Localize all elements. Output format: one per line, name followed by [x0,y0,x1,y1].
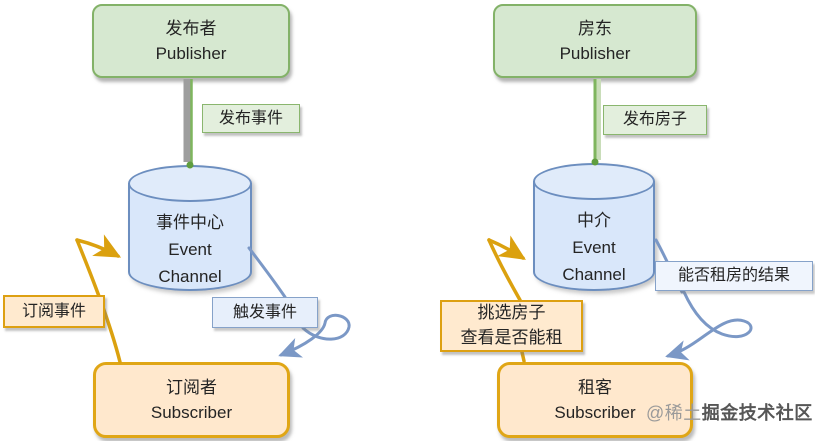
publisher-right-title-en: Publisher [559,44,631,63]
connector-endpoint-dot-left [186,161,194,169]
publish-event-text: 发布事件 [218,109,283,127]
subscriber-left-title-zh: 订阅者 [166,377,217,397]
trigger-arrow-stem-left [247,246,287,299]
publish-event-label: 发布事件 [202,104,300,133]
channel-left-title-en2: Channel [158,267,222,287]
event-channel-left-cylinder: 事件中心 Event Channel [128,165,252,291]
pick-house-line2: 查看是否能租 [460,328,563,347]
trigger-event-label: 触发事件 [212,297,318,328]
result-arrow-loop-right [665,290,753,361]
pick-arrow-head-right [487,235,526,260]
pick-label-connector-right [520,350,526,363]
subscriber-left-title-en: Subscriber [150,403,233,422]
publisher-right-box: 房东 Publisher [493,4,697,78]
pick-arrow-stem-right [487,238,522,302]
juejin-watermark: @稀土掘金技术社区 [646,399,813,425]
publisher-right-title-zh: 房东 [578,18,612,38]
subscriber-right-title-zh: 租客 [578,377,612,397]
subscribe-arrow-head-left [75,234,122,258]
rent-result-text: 能否租房的结果 [677,267,790,285]
pick-house-line1: 挑选房子 [477,303,546,323]
event-channel-right-cylinder: 中介 Event Channel [533,163,655,291]
channel-right-title-en2: Channel [562,265,626,285]
subscribe-event-label: 订阅事件 [3,295,105,328]
event-channel-left-text: 事件中心 Event Channel [128,209,252,291]
watermark-prefix: @稀土 [646,403,702,423]
publisher-left-title-zh: 发布者 [165,18,217,38]
publish-house-label: 发布房子 [603,105,707,135]
connector-endpoint-dot-right [591,158,599,166]
channel-left-title-en1: Event [168,240,212,260]
trigger-event-text: 触发事件 [232,303,297,321]
publish-house-text: 发布房子 [622,111,687,129]
channel-right-title-zh: 中介 [577,211,611,230]
subscriber-left-box: 订阅者 Subscriber [93,362,290,438]
publisher-left-box: 发布者 Publisher [92,4,290,78]
rent-result-label: 能否租房的结果 [655,261,813,291]
watermark-suffix: 掘金技术社区 [701,403,813,423]
channel-left-title-zh: 事件中心 [156,213,224,232]
subscriber-right-title-en: Subscriber [554,403,636,422]
subscriber-right-box: 租客 Subscriber [497,362,693,438]
publisher-left-title-en: Publisher [155,44,227,63]
trigger-arrow-loop-left [278,313,351,358]
pick-house-label: 挑选房子 查看是否能租 [440,300,583,352]
event-channel-right-text: 中介 Event Channel [533,207,655,289]
subscribe-event-text: 订阅事件 [21,302,86,320]
channel-right-title-en1: Event [572,238,616,258]
